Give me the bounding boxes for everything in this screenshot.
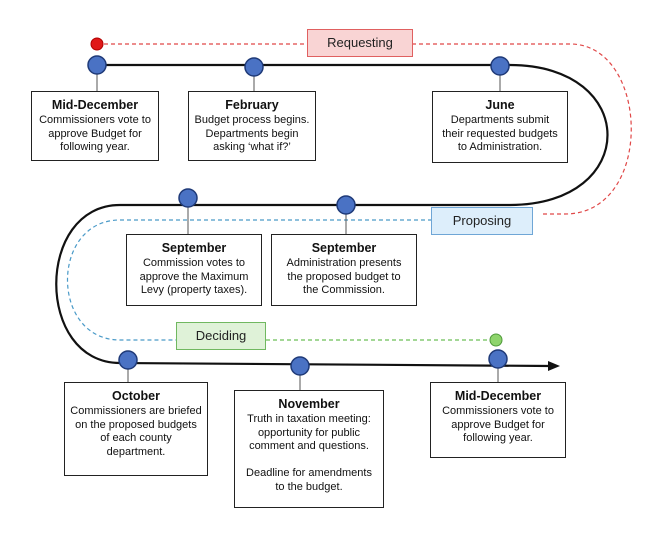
event-box-mid-december-start: Mid-December Commissioners vote to appro…: [31, 91, 159, 161]
event-title: October: [112, 389, 160, 403]
milestone-node-mid-december-end: [488, 349, 508, 369]
milestone-node-mid-december-start: [87, 55, 107, 75]
event-description: Commissioners vote to approve Budget for…: [39, 114, 151, 153]
event-title: Mid-December: [51, 98, 139, 112]
milestone-node-february: [244, 57, 264, 77]
event-box-june: June Departments submit their requested …: [432, 91, 568, 163]
milestone-node-september-levy: [178, 188, 198, 208]
event-title: November: [278, 397, 340, 411]
event-title: June: [485, 98, 515, 112]
event-description: Departments submit their requested budge…: [442, 114, 558, 153]
event-description: Budget process begins. Departments begin…: [194, 114, 310, 153]
event-title: Mid-December: [454, 389, 542, 403]
requesting-phase-path: [97, 43, 632, 215]
event-box-november: November Truth in taxation meeting: oppo…: [234, 390, 384, 508]
event-description: Truth in taxation meeting: opportunity f…: [246, 413, 372, 493]
event-title: September: [311, 241, 377, 255]
deciding-phase-label: Deciding: [176, 322, 266, 350]
timeline-track: [55, 63, 609, 368]
milestone-node-september-proposed: [336, 195, 356, 215]
milestone-node-june: [490, 56, 510, 76]
event-box-october: October Commissioners are briefed on the…: [64, 382, 208, 476]
event-box-september-levy: September Commission votes to approve th…: [126, 234, 262, 306]
milestone-node-november: [290, 356, 310, 376]
event-title: September: [161, 241, 227, 255]
event-box-september-proposed: September Administration presents the pr…: [271, 234, 417, 306]
start-dot: [90, 37, 104, 51]
timeline-arrowhead: [548, 361, 560, 371]
connectors: [96, 74, 501, 390]
event-description: Commission votes to approve the Maximum …: [139, 257, 249, 296]
end-dot: [489, 333, 503, 347]
requesting-phase-label: Requesting: [307, 29, 413, 57]
event-description: Commissioners are briefed on the propose…: [70, 405, 202, 458]
event-box-february: February Budget process begins. Departme…: [188, 91, 316, 161]
event-title: February: [225, 98, 279, 112]
proposing-phase-path: [67, 219, 432, 341]
event-description: Administration presents the proposed bud…: [286, 257, 402, 296]
event-description: Commissioners vote to approve Budget for…: [442, 405, 554, 444]
proposing-phase-label: Proposing: [431, 207, 533, 235]
event-box-mid-december-end: Mid-December Commissioners vote to appro…: [430, 382, 566, 458]
milestone-node-october: [118, 350, 138, 370]
